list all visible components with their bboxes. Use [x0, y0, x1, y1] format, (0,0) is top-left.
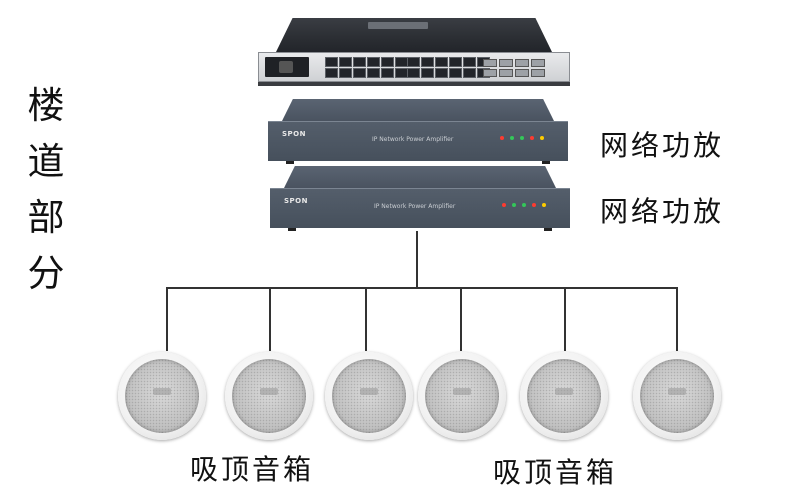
status-led — [522, 203, 526, 207]
switch-base — [258, 82, 570, 86]
amplifier-top-panel — [282, 99, 554, 121]
status-led — [512, 203, 516, 207]
amplifier-brand: SPON — [284, 197, 308, 205]
status-led — [542, 203, 546, 207]
drop-wire — [564, 287, 566, 351]
amplifier-led-group — [502, 203, 546, 207]
status-led — [502, 203, 506, 207]
amplifier-label: 网络功放 — [600, 129, 725, 162]
status-led — [532, 203, 536, 207]
sfp-port-group — [515, 59, 545, 77]
power-amplifier-icon: SPON IP Network Power Amplifier — [268, 99, 568, 164]
status-led — [510, 136, 514, 140]
amplifier-label: 网络功放 — [600, 195, 725, 228]
speaker-label: 吸顶音箱 — [190, 453, 315, 486]
drop-wire — [166, 287, 168, 351]
status-led — [520, 136, 524, 140]
amplifier-model: IP Network Power Amplifier — [374, 203, 456, 210]
drop-wire — [460, 287, 462, 351]
status-led — [500, 136, 504, 140]
section-label-char: 道 — [27, 140, 65, 183]
network-switch-icon — [258, 18, 570, 86]
amplifier-top-panel — [284, 166, 556, 188]
speaker-label: 吸顶音箱 — [493, 456, 618, 489]
bus-wire — [166, 287, 678, 289]
ceiling-speaker-icon — [418, 352, 506, 440]
ceiling-speaker-icon — [633, 352, 721, 440]
section-label-char: 分 — [27, 252, 65, 295]
sfp-port-group — [483, 59, 513, 77]
amplifier-model: IP Network Power Amplifier — [372, 136, 454, 143]
ceiling-speaker-icon — [325, 352, 413, 440]
section-label-char: 部 — [27, 196, 65, 239]
amplifier-front-panel: SPON IP Network Power Amplifier — [270, 188, 570, 228]
amplifier-front-panel: SPON IP Network Power Amplifier — [268, 121, 568, 161]
section-label-char: 楼 — [27, 84, 65, 127]
drop-wire — [676, 287, 678, 351]
power-socket-icon — [265, 57, 309, 77]
status-led — [530, 136, 534, 140]
amplifier-led-group — [500, 136, 544, 140]
section-label: 楼 道 部 分 — [22, 78, 70, 302]
port-group — [325, 57, 408, 78]
power-amplifier-icon: SPON IP Network Power Amplifier — [270, 166, 570, 231]
amplifier-brand: SPON — [282, 130, 306, 138]
ceiling-speaker-icon — [225, 352, 313, 440]
status-led — [540, 136, 544, 140]
drop-wire — [269, 287, 271, 351]
trunk-wire — [416, 231, 418, 288]
drop-wire — [365, 287, 367, 351]
switch-front-panel — [258, 52, 570, 82]
switch-brand-plate — [368, 22, 428, 29]
ceiling-speaker-icon — [520, 352, 608, 440]
ceiling-speaker-icon — [118, 352, 206, 440]
port-group — [407, 57, 490, 78]
